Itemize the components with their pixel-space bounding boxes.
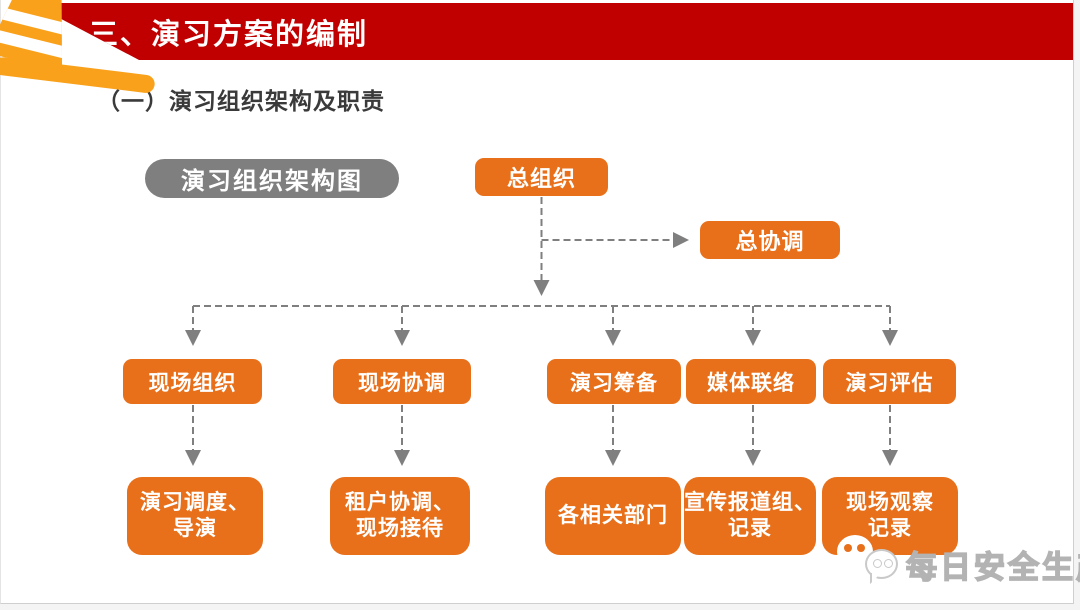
node-drill-evaluation: 演习评估	[823, 359, 956, 404]
node-onsite-organization: 现场组织	[123, 359, 262, 404]
header-banner: 三、演习方案的编制	[31, 3, 1073, 60]
node-drill-dispatch-director: 演习调度、 导演	[127, 477, 263, 555]
node-media-liaison: 媒体联络	[686, 359, 816, 404]
node-general-organization: 总组织	[475, 158, 608, 196]
wechat-icon-dot	[857, 544, 865, 552]
cone-decoration-icon	[0, 0, 155, 93]
watermark: 每日安全生产	[834, 532, 1080, 592]
watermark-text: 每日安全生产	[905, 549, 1080, 586]
page-title: 三、演习方案的编制	[89, 18, 369, 51]
wechat-icon-dot	[844, 544, 852, 552]
node-general-coordination: 总协调	[700, 221, 840, 259]
diagram-label-pill: 演习组织架构图	[145, 159, 399, 198]
wechat-icon-dot	[884, 559, 893, 568]
node-publicity-report-records: 宣传报道组、 记录	[684, 477, 816, 555]
node-tenant-coordination-reception: 租户协调、 现场接待	[330, 477, 470, 555]
wechat-icon-small-bubble	[865, 549, 898, 579]
node-onsite-coordination: 现场协调	[333, 359, 471, 404]
node-related-departments: 各相关部门	[545, 477, 681, 555]
node-drill-preparation: 演习筹备	[547, 359, 681, 404]
wechat-icon-dot	[873, 559, 882, 568]
